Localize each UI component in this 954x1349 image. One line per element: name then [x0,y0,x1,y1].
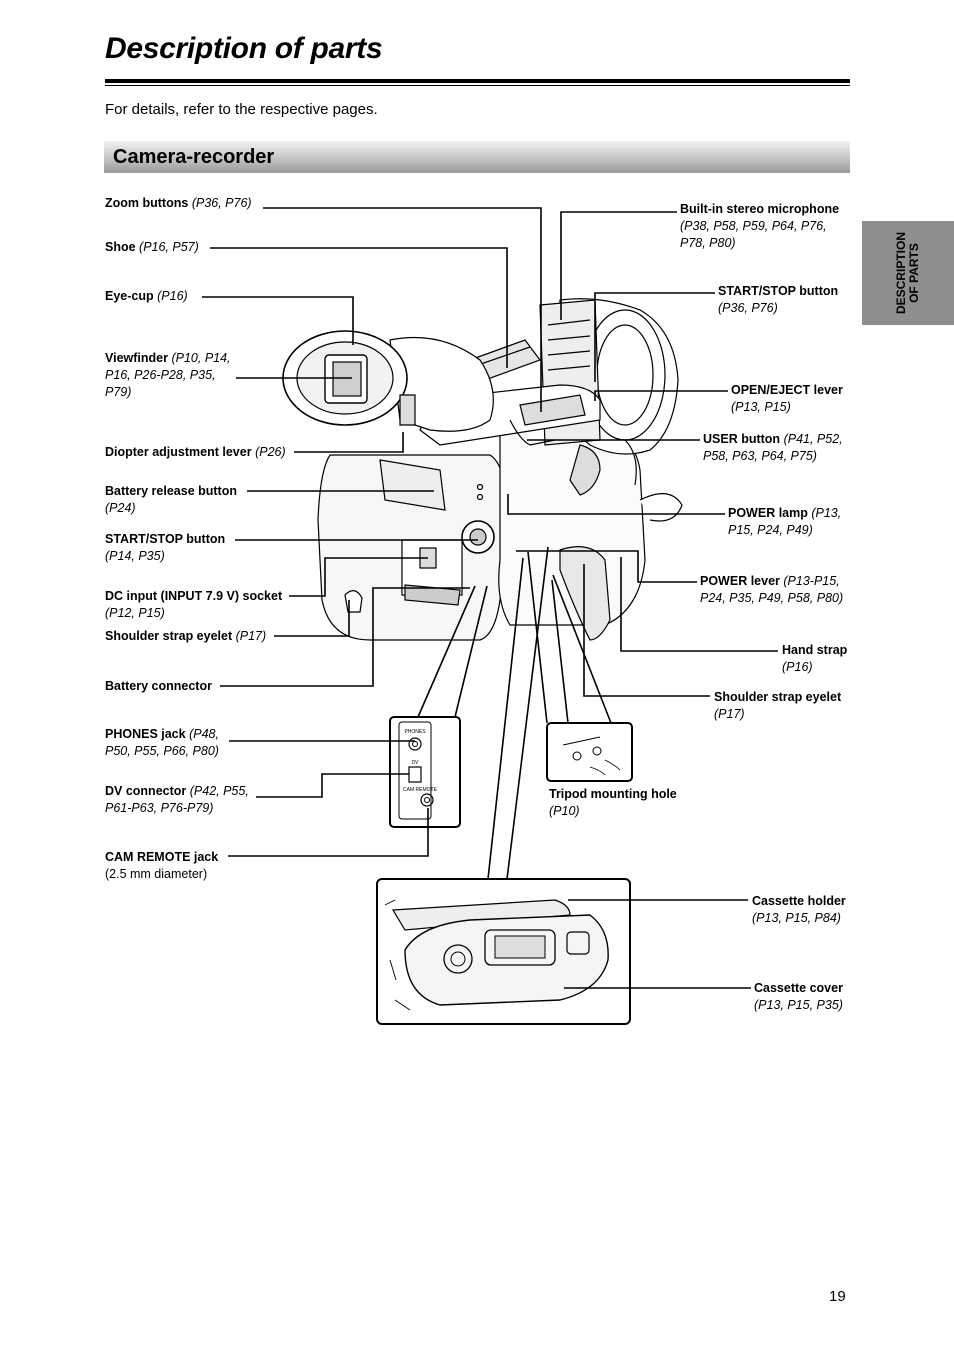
title-rule-thick [105,79,850,83]
title-rule-thin [105,85,850,86]
label-diopter-lever: Diopter adjustment lever (P26) [105,445,286,459]
label-start-stop-left: START/STOP button(P14, P35) [105,532,226,563]
leader-lines [202,207,778,989]
page-number: 19 [829,1288,846,1305]
label-tripod-hole: Tripod mounting hole(P10) [549,787,677,818]
label-strap-eyelet-right: Shoulder strap eyelet(P17) [714,690,842,721]
label-power-lever: POWER lever (P13-P15,P24, P35, P49, P58,… [700,574,844,605]
label-cam-remote: CAM REMOTE jack(2.5 mm diameter) [105,850,219,881]
connector-panel-inset [389,716,461,828]
label-open-eject: OPEN/EJECT lever(P13, P15) [731,383,843,414]
camera-body-drawing [282,298,683,641]
cassette-inset [376,878,631,1025]
label-cassette-cover: Cassette cover(P13, P15, P35) [754,981,843,1012]
section-header-bar [104,141,850,173]
label-strap-eyelet-left: Shoulder strap eyelet (P17) [105,629,267,643]
label-cassette-holder: Cassette holder(P13, P15, P84) [752,894,846,925]
label-battery-release: Battery release button(P24) [105,484,237,515]
label-phones-jack: PHONES jack (P48,P50, P55, P66, P80) [105,727,219,758]
label-dv-connector: DV connector (P42, P55,P61-P63, P76-P79) [105,784,249,815]
section-title: Camera-recorder [113,146,275,168]
label-battery-connector: Battery connector [105,679,212,693]
label-eye-cup: Eye-cup (P16) [105,289,188,303]
label-power-lamp: POWER lamp (P13,P15, P24, P49) [728,506,842,537]
label-hand-strap: Hand strap(P16) [782,643,848,674]
label-stereo-microphone: Built-in stereo microphone(P38, P58, P59… [680,202,840,250]
label-start-stop-right: START/STOP button(P36, P76) [718,284,839,315]
label-viewfinder: Viewfinder (P10, P14,P16, P26-P28, P35,P… [105,351,231,399]
tripod-inset [546,722,633,782]
label-zoom-buttons: Zoom buttons (P36, P76) [105,196,252,210]
inset-cam-remote-text: CAM REMOTE [403,787,438,793]
label-user-button: USER button (P41, P52,P58, P63, P64, P75… [703,432,843,463]
chapter-side-tab[interactable]: DESCRIPTION OF PARTS [862,221,954,325]
label-dc-input: DC input (INPUT 7.9 V) socket(P12, P15) [105,589,283,620]
intro-text: For details, refer to the respective pag… [105,101,378,118]
page-title: Description of parts [105,32,383,65]
inset-phones-text: PHONES [404,729,426,735]
inset-dv-text: DV [412,760,420,766]
label-shoe: Shoe (P16, P57) [105,240,199,254]
